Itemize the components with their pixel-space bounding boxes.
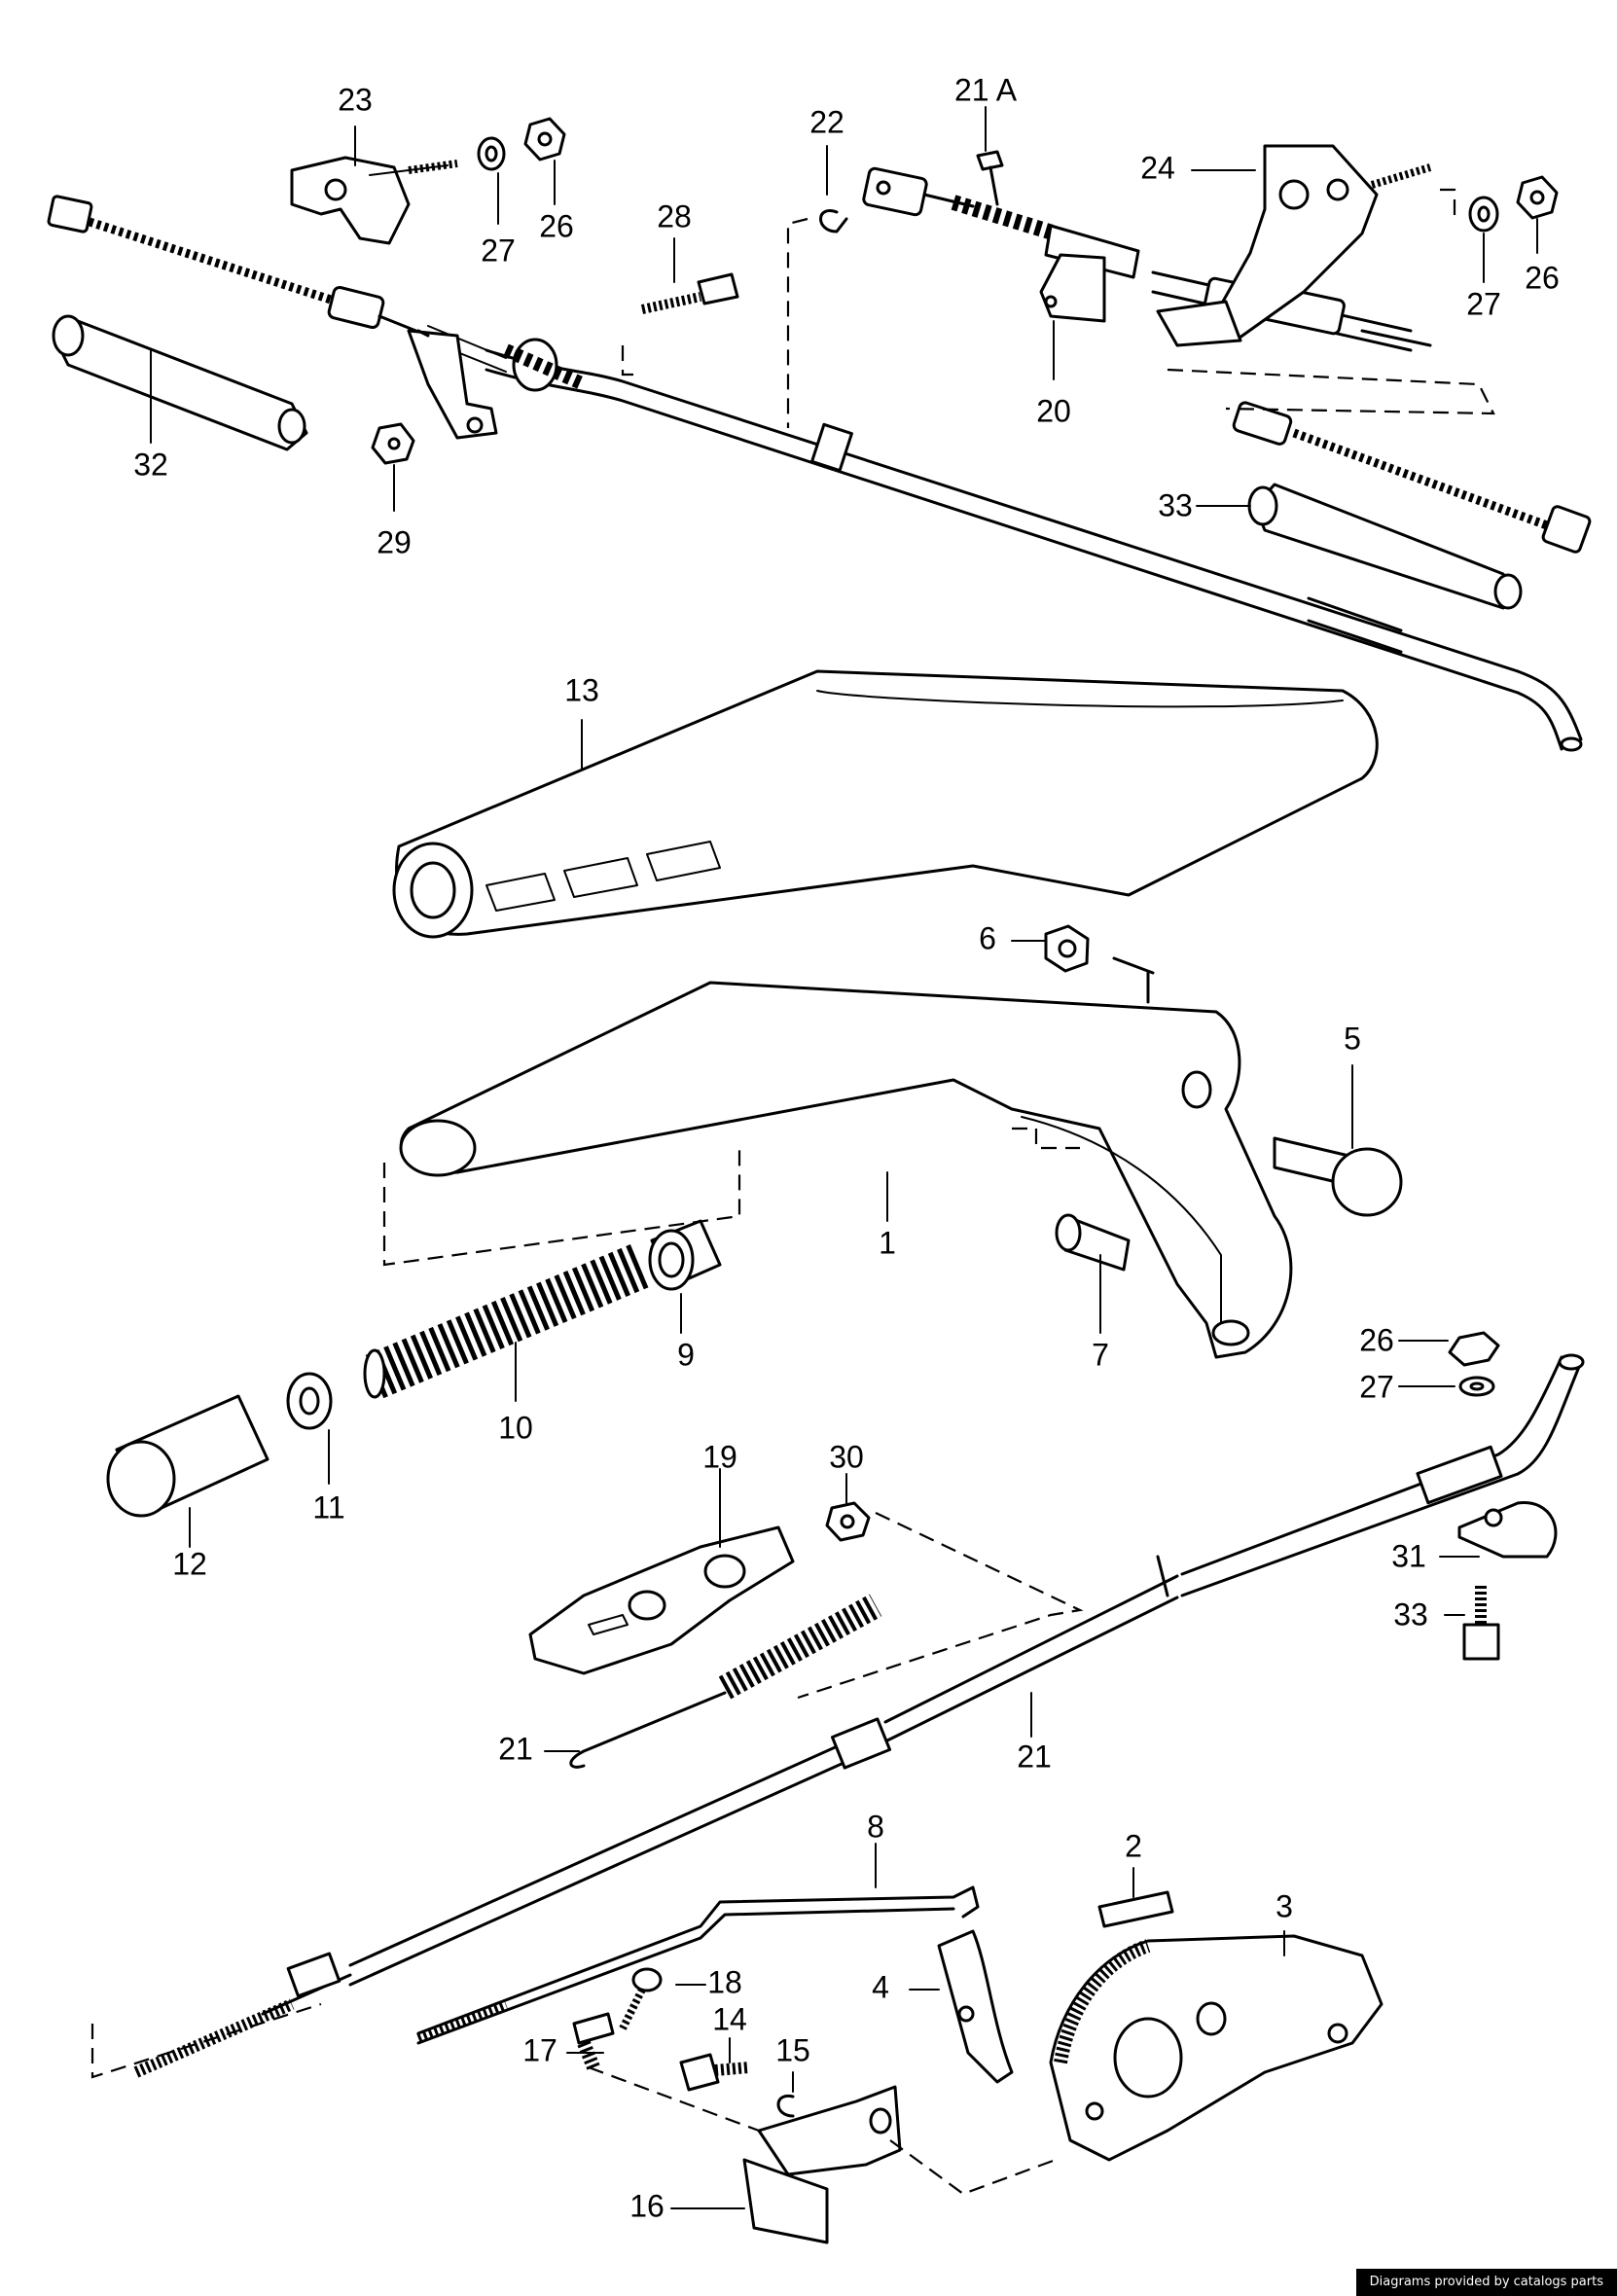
callout-12: 12 — [172, 1546, 207, 1581]
bracket-24 — [290, 156, 458, 245]
callout-26-b: 26 — [1525, 260, 1560, 295]
bolt-22 — [976, 150, 1004, 206]
screw-17 — [572, 2012, 615, 2070]
lever-shaft-5 — [1273, 1136, 1403, 1217]
washer-27-middle — [1458, 1376, 1495, 1397]
clamp-31 — [1457, 1501, 1558, 1559]
cable-21a — [133, 1555, 1179, 2078]
sector-plate-3 — [1049, 1934, 1383, 2162]
pawl-4 — [937, 1929, 1014, 2084]
ratchet-bracket-16 — [742, 2085, 902, 2244]
callout-25: 24 — [1140, 150, 1175, 185]
callout-29: 29 — [377, 524, 412, 559]
screw-18 — [619, 1967, 663, 2030]
callout-28: 28 — [657, 198, 692, 233]
callout-8: 8 — [867, 1809, 884, 1844]
assembly-lines — [90, 188, 1495, 2196]
nut-26-top-left — [523, 117, 566, 161]
callout-27-c: 27 — [1359, 1369, 1394, 1404]
left-rear-brake-cable — [47, 195, 430, 338]
nut-6 — [1044, 924, 1090, 973]
callout-27-b: 27 — [1466, 286, 1501, 321]
spring-10 — [363, 1242, 652, 1399]
callout-10: 10 — [498, 1410, 533, 1445]
callout-18: 18 — [707, 1964, 742, 1999]
callout-33-b: 33 — [1158, 487, 1193, 522]
bolt-14 — [679, 2053, 750, 2092]
nut-29 — [371, 422, 415, 465]
callout-11: 11 — [312, 1489, 344, 1525]
collar-9 — [648, 1219, 722, 1291]
callout-1: 1 — [879, 1225, 896, 1260]
callout-21: 20 — [1036, 393, 1071, 428]
equalizer-plate-19 — [528, 1525, 795, 1675]
callout-19: 19 — [702, 1439, 737, 1474]
nut-26-top-right — [1516, 175, 1559, 220]
rod-8 — [416, 1885, 980, 2045]
cable-lower-right — [1180, 1353, 1585, 1597]
callout-21a: 21 — [1017, 1739, 1052, 1774]
callout-6: 6 — [979, 920, 996, 955]
callout-9: 9 — [677, 1337, 695, 1372]
clip-15 — [776, 2094, 795, 2118]
nut-26-middle — [1448, 1331, 1500, 1367]
callout-4: 4 — [872, 1969, 889, 2004]
callout-23: 22 — [809, 104, 844, 139]
sleeve-33-left — [52, 314, 308, 451]
callout-20: 21 — [498, 1731, 533, 1766]
callout-15: 15 — [775, 2032, 810, 2067]
diagram-credit: Diagrams provided by catalogs parts — [1355, 2269, 1617, 2296]
callout-13: 13 — [564, 672, 599, 707]
lever-1 — [399, 981, 1293, 1359]
spring-20 — [569, 1594, 882, 1769]
callout-33-a: 32 — [133, 447, 168, 482]
clip-23 — [819, 209, 848, 233]
rivet-2 — [1097, 1890, 1174, 1928]
washer-27-top-right — [1468, 196, 1499, 233]
callout-5: 5 — [1344, 1021, 1361, 1056]
washer-27-top-left — [477, 136, 506, 171]
lever-grip-13 — [392, 669, 1379, 939]
callout-17: 17 — [522, 2032, 557, 2067]
callout-16: 16 — [629, 2188, 665, 2223]
center-cable-end — [862, 166, 1140, 323]
callouts: 23 27 26 28 22 21 A 20 24 27 26 32 29 33… — [133, 72, 1560, 2223]
sleeve-33-right — [1247, 483, 1523, 610]
washer-11 — [286, 1372, 333, 1430]
push-button-12 — [106, 1394, 270, 1518]
callout-31: 31 — [1391, 1538, 1426, 1573]
callout-22: 21 A — [954, 72, 1018, 107]
callout-30: 30 — [829, 1439, 864, 1474]
callout-14: 14 — [712, 2001, 747, 2036]
callout-3: 3 — [1276, 1888, 1293, 1923]
callout-26-c: 26 — [1359, 1322, 1394, 1357]
callout-32: 33 — [1393, 1596, 1428, 1632]
left-cable-bracket — [407, 329, 498, 440]
bolt-28 — [640, 272, 739, 314]
bracket-25 — [1156, 144, 1432, 347]
callout-7: 7 — [1092, 1337, 1109, 1372]
callout-24: 23 — [338, 82, 373, 117]
main-cable-upper — [427, 325, 1583, 752]
pin-7 — [1055, 1213, 1131, 1272]
nut-30 — [825, 1501, 871, 1542]
callout-26-a: 26 — [539, 208, 574, 243]
callout-27-a: 27 — [481, 233, 516, 268]
bolt-32 — [1462, 1586, 1500, 1661]
leader-lines — [150, 106, 1538, 2209]
callout-2: 2 — [1125, 1828, 1142, 1863]
